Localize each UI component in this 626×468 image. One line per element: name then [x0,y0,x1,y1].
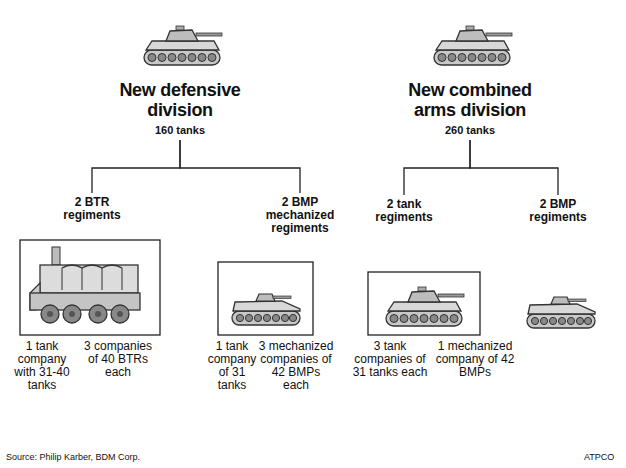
tree-connector [404,140,470,195]
org-node: 2 BTR regiments [50,196,134,222]
unit-frame [368,272,480,335]
regiment-label: 2 tank regiments [362,198,446,224]
org-node: 2 tank regiments [362,198,446,224]
unit-composition: 1 mechanized company of 42 BMPs [432,340,518,379]
source-note: Source: Philip Karber, BDM Corp. [6,452,206,462]
unit-frame [20,240,160,335]
division-heading: New defensive division [95,80,265,120]
regiment-label: 2 BMP regiments [516,198,600,224]
regiment-label: 2 BTR regiments [50,196,134,222]
unit-composition: 1 tank company of 31 tanks [204,340,260,392]
org-node: New defensive division 160 tanks [95,80,265,137]
unit-frame [218,262,313,335]
tree-connector [180,140,300,193]
tree-connector [92,140,180,193]
tree-connector [470,140,558,195]
unit-composition: 1 tank company with 31-40 tanks [6,340,78,392]
regiment-label: 2 BMP mechanized regiments [248,196,352,235]
credit-mark: ATPCO [584,452,620,462]
tank-count: 160 tanks [95,123,265,137]
org-node: 2 BMP regiments [516,198,600,224]
btr-illustration [30,247,140,323]
org-node: 2 BMP mechanized regiments [248,196,352,235]
unit-composition: 3 tank companies of 31 tanks each [350,340,430,379]
unit-composition: 3 companies of 40 BTRs each [78,340,158,379]
org-node: New combined arms division 260 tanks [395,80,545,137]
unit-composition: 3 mechanized companies of 42 BMPs each [258,340,334,392]
tank-count: 260 tanks [395,123,545,137]
division-heading: New combined arms division [395,80,545,120]
